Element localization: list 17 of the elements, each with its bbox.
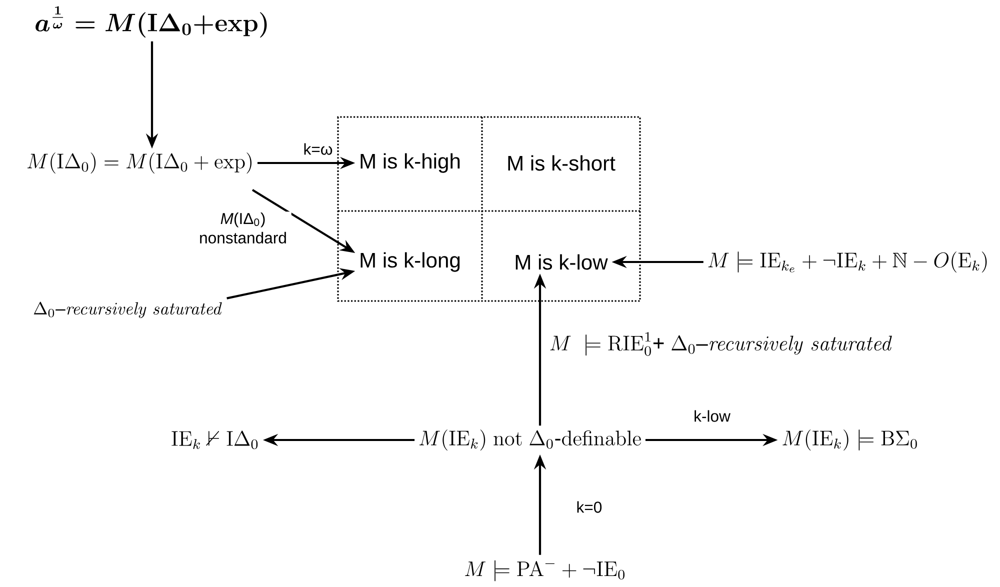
edge-label: $M \ \models \mathrm{RIE}^1_0\mbox{+ }\Delta_0\mbox{--}\mathit{recursively\ saturated}$ (548, 332, 894, 356)
edge-label: k=ω (302, 142, 334, 156)
edge-label: M(IΔ$_{0}$) nonstandard (194, 212, 292, 244)
edge-label: k-low (692, 409, 732, 423)
formula: $M(\mathrm{I}\Delta_0) = M(\mathrm{I}\Delta_0 + \exp)$ (27, 152, 252, 174)
cell-text: M is k-high (360, 153, 460, 173)
cell-text: M is k-low (516, 254, 608, 270)
cell-text: M is k-long (360, 252, 460, 272)
formula: $M(\mathrm{IE}_k)\ \mathrm{not}\ \Delta_0\mbox{-}\mathrm{definable}$ (419, 429, 641, 451)
formula: $\mathrm{IE}_k \nvdash \mathrm{I}\Delta_0$ (172, 430, 258, 450)
cell-text: M is k-short (508, 155, 616, 171)
formula: $\Delta_0\mbox{--}\mathit{recursively\ saturated}$ (34, 302, 222, 318)
formula: $M \models \mathrm{IE}_{k_e} + \neg\mathrm{IE}_k + \mathbb{N} - O(\mathrm{E}_k)$ (708, 251, 987, 273)
formula: $a^{\frac{1}{\omega}} = M(\mathrm{I}\Delta_0\mathbf{+}\mathrm{exp})$ (36, 6, 267, 38)
edge-label: k=0 (575, 500, 604, 514)
formula: $M \models \mathrm{PA}^- + \neg\mathrm{IE}_0$ (465, 560, 624, 582)
formula: $M(\mathrm{IE}_k) \models \mathrm{B}\Sigma_0$ (782, 429, 917, 451)
